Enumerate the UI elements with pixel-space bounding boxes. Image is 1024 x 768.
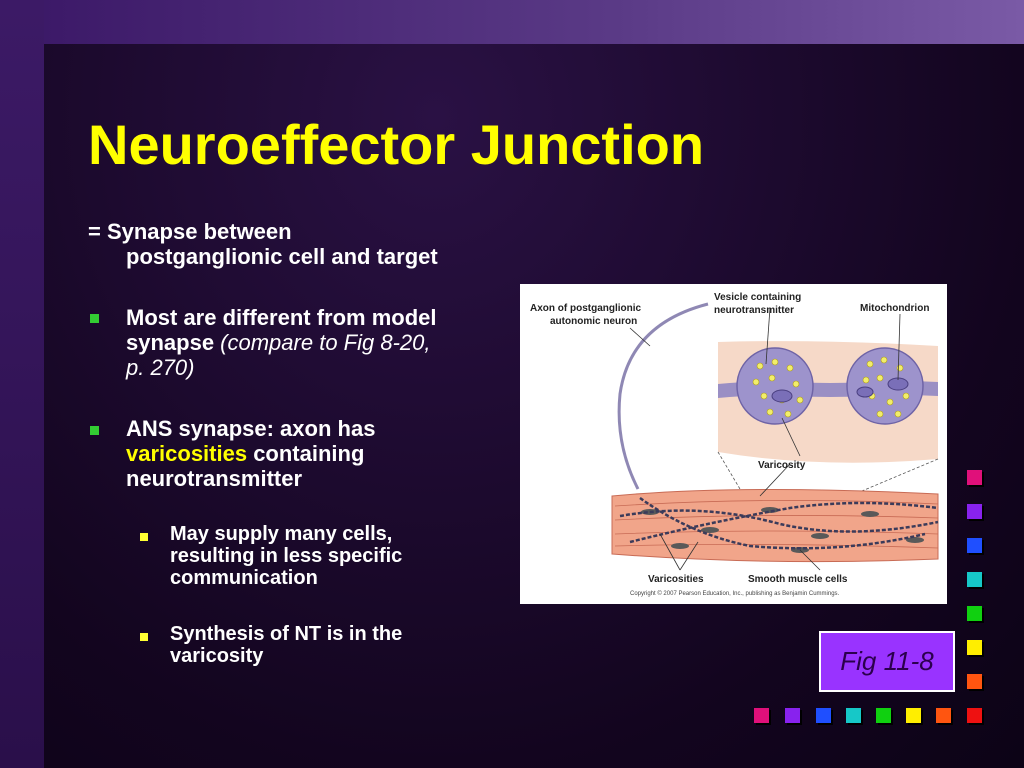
bullet-2-highlight: varicosities [126, 441, 248, 466]
figure-reference-box: Fig 11-8 [819, 631, 955, 692]
varicosity-left [736, 347, 814, 425]
deco-square-col-4 [967, 572, 982, 587]
deco-square-row-6 [906, 708, 921, 723]
label-mitochondrion: Mitochondrion [860, 303, 929, 314]
slide-title: Neuroeffector Junction [88, 113, 705, 176]
figure-reference-label: Fig 11-8 [840, 646, 934, 676]
deco-square-row-4 [846, 708, 861, 723]
deco-square-row-5 [876, 708, 891, 723]
subbullet-1-line-1: May supply many cells, [170, 523, 393, 545]
frame-top-bar [0, 0, 1024, 44]
mitochondria [771, 377, 909, 403]
varicosity-right [846, 347, 924, 425]
label-varicosity: Varicosity [758, 460, 806, 471]
vesicles [752, 356, 910, 418]
deco-square-row-2 [785, 708, 800, 723]
subbullet-2: Synthesis of NT is in the varicosity [170, 623, 402, 667]
bullet-marker-2 [90, 426, 99, 435]
definition-text: = Synapse between postganglionic cell an… [88, 219, 438, 269]
figure-illustration: Axon of postganglionic autonomic neuron … [530, 292, 939, 597]
bullet-2-line-3: neurotransmitter [126, 466, 303, 491]
deco-square-col-1 [967, 470, 982, 485]
bullet-1-line-2: synapse (compare to Fig 8-20, [126, 330, 436, 355]
label-smooth-muscle: Smooth muscle cells [748, 574, 848, 585]
varicosity-chains [619, 496, 939, 550]
subbullet-1-line-2: resulting in less specific [170, 545, 403, 567]
subbullet-marker-1 [140, 533, 148, 541]
axon-strand [617, 302, 709, 490]
bullet-2-rest: containing [247, 441, 365, 466]
label-vesicle-line-2: neurotransmitter [714, 305, 794, 316]
subbullet-marker-2 [140, 633, 148, 641]
bullet-2-line-1: ANS synapse: axon has [126, 416, 376, 441]
smooth-muscle-layer [611, 488, 939, 563]
deco-square-col-5 [967, 606, 982, 621]
label-vesicle-line-1: Vesicle containing [714, 292, 801, 303]
bullet-1-line-1: Most are different from model [126, 305, 437, 330]
bullet-1-bold: synapse [126, 330, 221, 355]
deco-square-row-3 [816, 708, 831, 723]
neuroeffector-figure: Axon of postganglionic autonomic neuron … [520, 284, 947, 604]
subbullet-1-line-3: communication [170, 567, 318, 589]
bullet-2: ANS synapse: axon has varicosities conta… [126, 416, 375, 491]
bullet-1-italic: (compare to Fig 8-20, [220, 330, 431, 355]
deco-square-col-2 [967, 504, 982, 519]
definition-line-1: = Synapse between [88, 219, 292, 244]
label-varicosities: Varicosities [648, 574, 704, 585]
bullet-1: Most are different from model synapse (c… [126, 305, 436, 380]
deco-square-col-7 [967, 674, 982, 689]
deco-square-row-7 [936, 708, 951, 723]
subbullet-2-line-1: Synthesis of NT is in the [170, 623, 403, 645]
bullet-2-line-2: varicosities containing [126, 441, 375, 466]
bullet-marker-1 [90, 314, 99, 323]
frame-left-bar [0, 0, 44, 768]
deco-square-col-8 [967, 708, 982, 723]
label-axon-line-2: autonomic neuron [550, 316, 637, 327]
figure-copyright: Copyright © 2007 Pearson Education, Inc.… [630, 590, 840, 597]
subbullet-2-line-2: varicosity [170, 645, 264, 667]
deco-square-col-3 [967, 538, 982, 553]
bullet-1-line-3: p. 270) [126, 355, 195, 380]
definition-line-2: postganglionic cell and target [126, 244, 438, 269]
subbullet-1: May supply many cells, resulting in less… [170, 523, 402, 589]
deco-square-col-6 [967, 640, 982, 655]
deco-square-row-1 [754, 708, 769, 723]
label-axon-line-1: Axon of postganglionic [530, 303, 642, 314]
